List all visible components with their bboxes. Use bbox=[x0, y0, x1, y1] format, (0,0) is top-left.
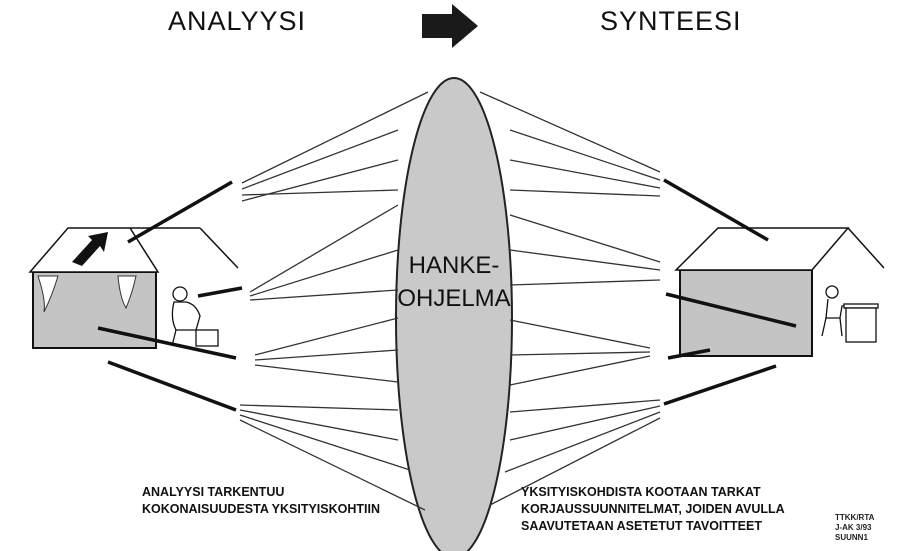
synthesis-caption-line: YKSITYISKOHDISTA KOOTAAN TARKAT bbox=[521, 485, 761, 499]
stamp-line: TTKK/RTA bbox=[835, 513, 875, 522]
right-fan-lines bbox=[479, 91, 661, 506]
analysis-heading: ANALYYSI bbox=[168, 6, 307, 36]
person-at-desk-icon bbox=[821, 285, 879, 343]
stamp-line: J-AK 3/93 bbox=[835, 523, 872, 532]
seated-person-icon bbox=[171, 286, 219, 347]
house-synthesis-icon bbox=[663, 178, 885, 406]
reference-stamp: TTKK/RTA J-AK 3/93 SUUNN1 bbox=[835, 513, 874, 543]
synthesis-caption-line: KORJAUSSUUNNITELMAT, JOIDEN AVULLA bbox=[521, 502, 785, 516]
house-analysis-icon bbox=[28, 180, 243, 412]
analysis-caption: ANALYYSI TARKENTUU KOKONAISUUDESTA YKSIT… bbox=[142, 484, 380, 518]
program-lens bbox=[395, 77, 513, 551]
arrow-right-icon bbox=[422, 4, 478, 48]
synthesis-caption: YKSITYISKOHDISTA KOOTAAN TARKAT KORJAUSS… bbox=[521, 484, 785, 535]
analysis-caption-line: KOKONAISUUDESTA YKSITYISKOHTIIN bbox=[142, 502, 380, 516]
stamp-line: SUUNN1 bbox=[835, 533, 868, 542]
left-fan-lines bbox=[239, 91, 429, 511]
program-label-line1: HANKE- bbox=[408, 252, 500, 279]
synthesis-caption-line: SAAVUTETAAN ASETETUT TAVOITTEET bbox=[521, 519, 762, 533]
analysis-caption-line: ANALYYSI TARKENTUU bbox=[142, 485, 285, 499]
synthesis-heading: SYNTEESI bbox=[600, 6, 742, 36]
program-label-line2: OHJELMA bbox=[397, 285, 511, 312]
